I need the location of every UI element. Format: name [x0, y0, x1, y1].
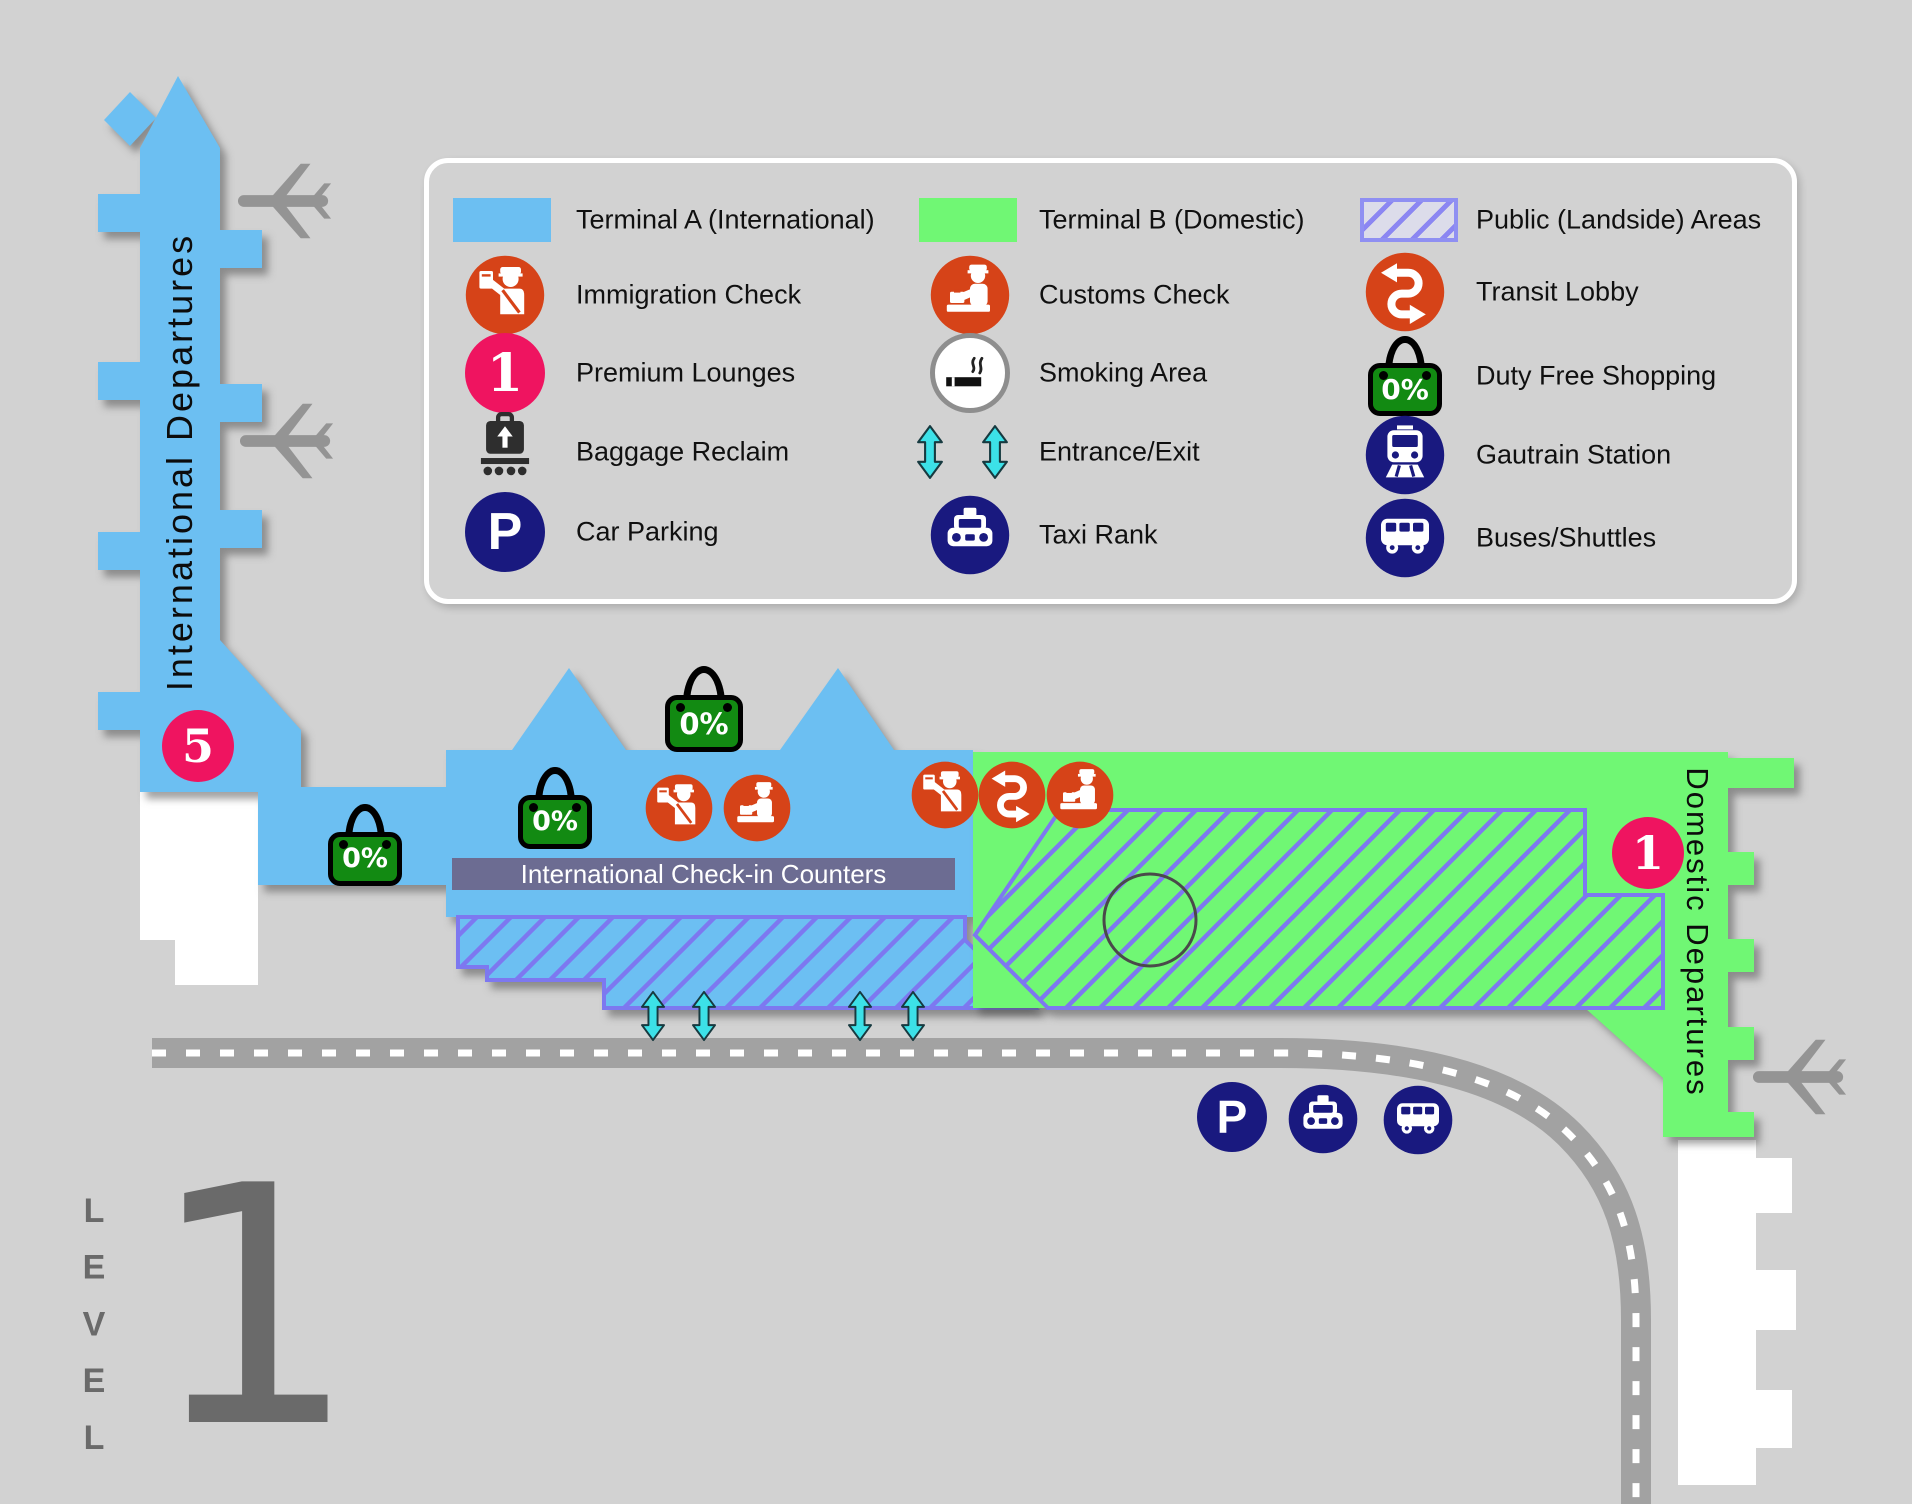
bag-handle [345, 804, 385, 841]
terminal-b-swatch [919, 198, 1017, 242]
customs-icon [930, 255, 1010, 335]
legend-item-label: Car Parking [576, 516, 719, 547]
legend-item-label: Premium Lounges [576, 357, 796, 388]
legend-item-label: Transit Lobby [1476, 276, 1639, 307]
legend-area-label: Terminal B (Domestic) [1039, 204, 1305, 235]
pier-top-stub [104, 92, 156, 146]
premium-lounges-icon: 1 [465, 333, 545, 413]
level-word: LEVEL [75, 1192, 113, 1476]
entrance-exit-icon [979, 424, 1011, 480]
entrance-exit-icon [638, 990, 668, 1042]
road [152, 1038, 1651, 1504]
legend-item-label: Taxi Rank [1039, 519, 1158, 550]
legend-item-label: Entrance/Exit [1039, 436, 1200, 467]
car-parking-icon: P [465, 492, 545, 572]
terminal-a-swatch [453, 198, 551, 242]
legend: Terminal A (International) Terminal B (D… [424, 158, 1797, 604]
checkin-counters-label: International Check-in Counters [520, 858, 887, 889]
immigration-icon [911, 761, 979, 829]
legend-area-label: Public (Landside) Areas [1476, 204, 1762, 235]
customs-icon [1046, 761, 1114, 829]
international-pier-label: International Departures [159, 232, 200, 692]
entrance-exit-icon [689, 990, 719, 1042]
duty-free-icon: 0% [665, 666, 743, 752]
buses-shuttles-icon [1383, 1085, 1453, 1155]
legend-item-label: Customs Check [1039, 279, 1230, 310]
checkin-counters-bar: International Check-in Counters [452, 858, 955, 890]
legend-item-label: Duty Free Shopping [1476, 360, 1717, 391]
legend-item-label: Baggage Reclaim [576, 436, 790, 467]
bag-handle [682, 666, 726, 704]
white-cutouts [140, 792, 1796, 1485]
terminal-a-main-hall [446, 668, 973, 917]
level-number: 1 [148, 1116, 358, 1500]
entrance-exit-icon [845, 990, 875, 1042]
baggage-reclaim-icon [462, 409, 548, 495]
domestic-pier-label: Domestic Departures [1680, 767, 1715, 1097]
legend-item-label: Immigration Check [576, 279, 802, 310]
road-center-line [152, 1049, 1640, 1504]
bag-handle [1385, 336, 1425, 372]
legend-item-label: Smoking Area [1039, 357, 1208, 388]
duty-free-icon: 0% [1368, 336, 1442, 416]
airplane-icon [1752, 1039, 1847, 1115]
legend-item-label: Buses/Shuttles [1476, 522, 1657, 553]
duty-free-icon: 0% [518, 767, 592, 849]
entrance-exit-icon [914, 424, 946, 480]
premium-lounge-marker-1: 1 [1612, 817, 1684, 889]
customs-icon [723, 774, 791, 842]
gautrain-station-icon [1365, 415, 1445, 495]
legend-area-label: Terminal A (International) [576, 204, 875, 235]
duty-free-icon: 0% [328, 804, 402, 886]
premium-lounge-marker-5: 5 [162, 710, 234, 782]
immigration-icon [465, 255, 545, 335]
transit-lobby-icon [978, 761, 1046, 829]
legend-item-label: Gautrain Station [1476, 439, 1672, 470]
public-landside-swatch [1360, 198, 1458, 242]
taxi-rank-icon [1288, 1084, 1358, 1154]
terminal-a-international [98, 76, 1040, 1010]
airplane-icon [237, 163, 332, 239]
car-parking-icon: P [1197, 1082, 1267, 1152]
taxi-rank-icon [930, 495, 1010, 575]
buses-shuttles-icon [1365, 498, 1445, 578]
smoking-area-icon [930, 333, 1010, 413]
domestic-pier [1663, 752, 1728, 1137]
immigration-icon [645, 774, 713, 842]
entrance-exit-icon [898, 990, 928, 1042]
transit-lobby-icon [1365, 252, 1445, 332]
bag-handle [535, 767, 575, 804]
landside-circle-outline [1102, 872, 1198, 968]
